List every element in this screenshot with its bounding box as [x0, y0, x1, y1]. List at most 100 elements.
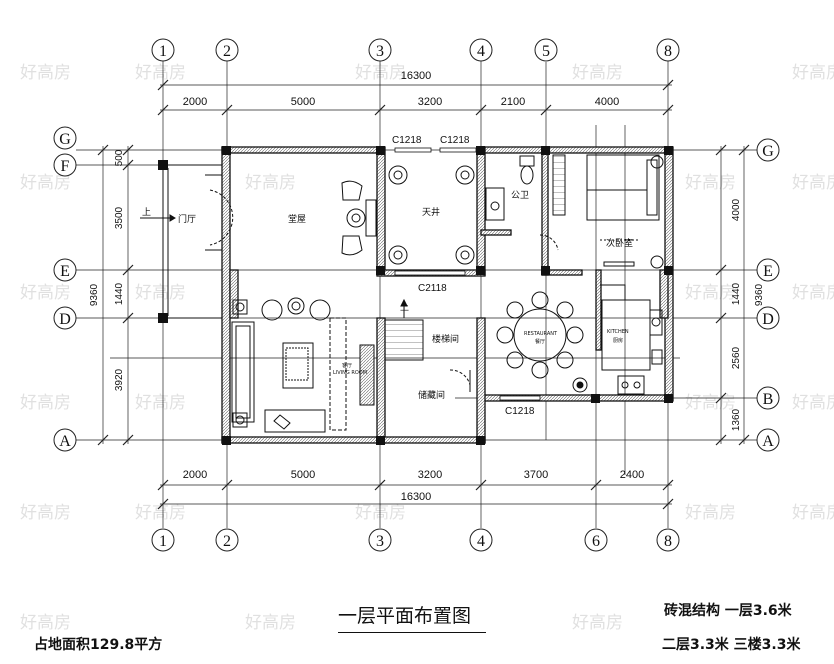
- room-label-stair: 楼梯间: [432, 333, 459, 345]
- dim-left: 3500: [114, 206, 125, 229]
- watermark: 好高房: [20, 173, 71, 193]
- axis-label: 8: [664, 533, 672, 550]
- window-label: C1218: [505, 406, 535, 417]
- dim-right: 2560: [731, 346, 742, 369]
- drawing-title: 一层平面布置图: [338, 605, 472, 627]
- dim-top-total: 16300: [401, 70, 432, 82]
- bedroom-furniture: [552, 154, 664, 269]
- room-labels: 堂屋 门厅 上 天井 公卫 次卧室 LIVING ROOM 客厅 楼梯间 上 储…: [142, 190, 633, 401]
- room-label-storage: 储藏间: [418, 389, 445, 401]
- dim-bottom: 2000: [183, 469, 207, 481]
- dim-left-total: 9360: [89, 283, 100, 306]
- dim-top: 2000: [183, 96, 207, 108]
- watermark: 好高房: [135, 503, 186, 523]
- dim-right: 1360: [731, 408, 742, 431]
- axis-labels: 1 2 3 4 5 8 1 2 3 4 6 8 G F E D A G E D …: [59, 43, 774, 550]
- dim-bottom: 2400: [620, 469, 644, 481]
- watermark: 好高房: [355, 63, 406, 83]
- window-labels: C1218 C1218 C2118 C1218: [392, 135, 535, 417]
- axis-label: 4: [477, 43, 485, 60]
- up-arrow-label: 上: [142, 207, 151, 218]
- kitchen-fixtures: [600, 284, 663, 395]
- axis-label: 2: [223, 43, 231, 60]
- dim-left: 1440: [114, 282, 125, 305]
- watermark: 好高房: [572, 613, 623, 633]
- dim-top: 4000: [595, 96, 619, 108]
- axis-label: 1: [159, 533, 167, 550]
- watermark: 好高房: [792, 283, 834, 303]
- axis-bubbles: [53, 38, 780, 552]
- axis-label: D: [59, 311, 71, 328]
- room-label-second-bedroom: 次卧室: [606, 237, 633, 249]
- axis-label: A: [762, 433, 774, 450]
- watermark: 好高房: [792, 63, 834, 83]
- watermark: 好高房: [685, 283, 736, 303]
- watermark: 好高房: [245, 173, 296, 193]
- window-label: C2118: [418, 283, 447, 294]
- window-label: C1218: [392, 135, 422, 146]
- dimension-labels: 16300 2000 5000 3200 2100 4000 2000 5000…: [89, 70, 765, 503]
- room-label-courtyard: 天井: [422, 206, 440, 218]
- courtyard-plants: [388, 165, 475, 265]
- axis-label: 3: [376, 43, 384, 60]
- dim-bottom: 3700: [524, 469, 548, 481]
- dim-right: 1440: [731, 282, 742, 305]
- axis-label: B: [763, 391, 774, 408]
- dim-left: 3920: [114, 368, 125, 391]
- watermark: 好高房: [245, 613, 296, 633]
- room-label-toilet: 公卫: [511, 190, 529, 201]
- dim-top: 3200: [418, 96, 442, 108]
- axis-label: 4: [477, 533, 485, 550]
- room-label-entry: 门厅: [178, 213, 196, 225]
- toilet-fixtures: [485, 155, 559, 251]
- room-label-kitchen: 厨房: [613, 337, 623, 344]
- axis-label: G: [762, 143, 774, 160]
- watermark: 好高房: [685, 503, 736, 523]
- axis-label: E: [60, 263, 70, 280]
- hall-furniture: [341, 180, 377, 256]
- room-label-living: 客厅: [342, 362, 352, 369]
- axis-label: D: [762, 311, 774, 328]
- living-furniture: [231, 297, 375, 433]
- watermark: 好高房: [135, 63, 186, 83]
- watermark: 好高房: [685, 173, 736, 193]
- room-label-kitchen-en: KITCHEN: [607, 329, 629, 335]
- windows: [394, 147, 541, 401]
- axis-label: 1: [159, 43, 167, 60]
- watermark: 好高房: [20, 393, 71, 413]
- watermark: 好高房: [20, 613, 71, 633]
- title-underline: [338, 632, 486, 633]
- up-arrow-label: 上: [400, 302, 409, 313]
- watermark: 好高房: [20, 503, 71, 523]
- watermark: 好高房: [572, 63, 623, 83]
- axis-label: F: [61, 158, 70, 175]
- site-area: 占地面积129.8平方: [34, 637, 163, 653]
- watermark: 好高房: [20, 63, 71, 83]
- watermark: 好高房: [685, 393, 736, 413]
- dim-top: 2100: [501, 96, 525, 108]
- watermark: 好高房: [135, 393, 186, 413]
- axis-label: 6: [592, 533, 600, 550]
- dim-right: 4000: [731, 198, 742, 221]
- watermark: 好高房: [135, 283, 186, 303]
- room-label-dining-en: RESTAURANT: [524, 331, 558, 337]
- dim-bottom: 5000: [291, 469, 315, 481]
- watermark: 好高房: [20, 283, 71, 303]
- window-label: C1218: [440, 135, 470, 146]
- axis-label: G: [59, 131, 71, 148]
- room-label-dining: 餐厅: [535, 338, 545, 345]
- axis-label: 2: [223, 533, 231, 550]
- structure-spec-line1: 砖混结构 一层3.6米: [664, 603, 792, 619]
- watermark: 好高房: [792, 503, 834, 523]
- axis-label: 5: [542, 43, 550, 60]
- dimension-lines: [97, 79, 750, 510]
- dim-top: 5000: [291, 96, 315, 108]
- watermark: 好高房: [355, 503, 406, 523]
- room-label-hall: 堂屋: [288, 213, 306, 225]
- dim-right-total: 9360: [754, 283, 765, 306]
- watermark: 好高房: [792, 393, 834, 413]
- room-label-living-en: LIVING ROOM: [333, 370, 367, 376]
- structure-spec-line2: 二层3.3米 三楼3.3米: [662, 637, 801, 653]
- dim-bottom-total: 16300: [401, 491, 432, 503]
- watermark-layer: 好高房 好高房 好高房 好高房 好高房 好高房 好高房 好高房 好高房 好高房 …: [20, 63, 834, 633]
